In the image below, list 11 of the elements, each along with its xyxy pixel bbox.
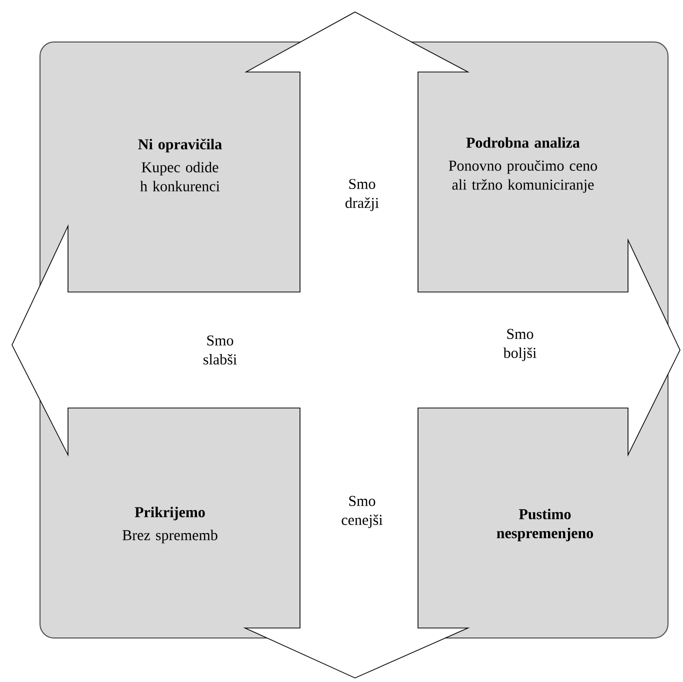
axis-label: Smo dražji	[345, 178, 379, 212]
axis-label: Smo boljši	[503, 328, 536, 362]
quadrant-description: Ponovno proučimo ceno ali tržno komuniciranje	[448, 160, 597, 193]
quadrant-description: Brez sprememb	[122, 530, 218, 544]
quadrant-description: Kupec odide h konkurenci	[140, 162, 220, 192]
axis-label: Smo cenejši	[342, 496, 383, 528]
quadrant-heading: Pustimo nespremenjeno	[496, 508, 594, 542]
quadrant-heading: Ni opravičila	[138, 138, 222, 152]
quadrant-heading: Podrobna analiza	[466, 137, 580, 148]
quadrant-heading: Prikrijemo	[134, 506, 205, 520]
axis-label: Smo slabši	[204, 335, 237, 365]
